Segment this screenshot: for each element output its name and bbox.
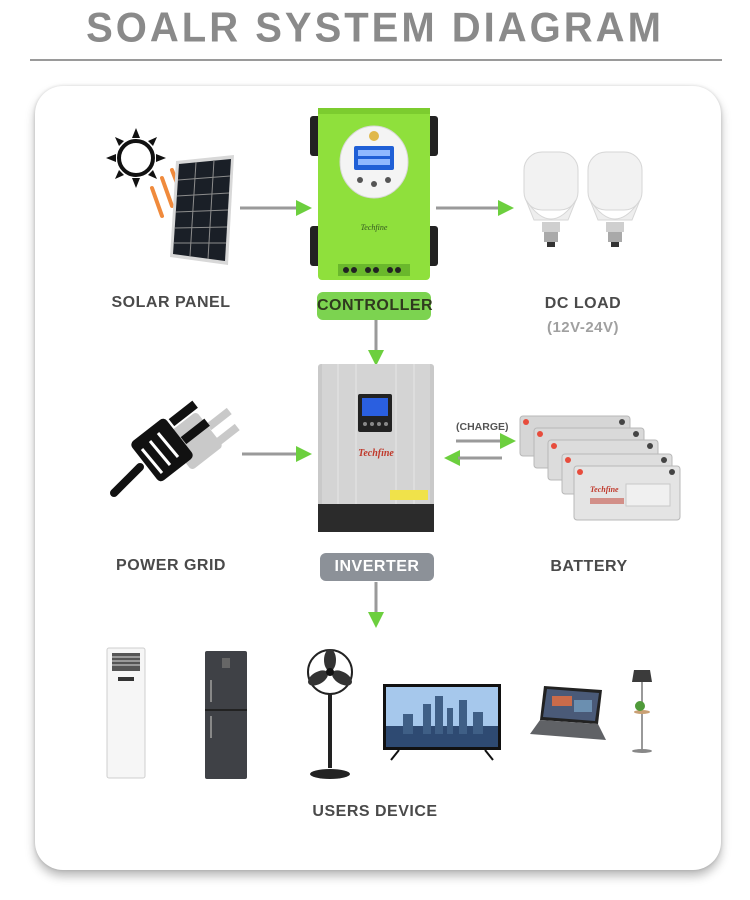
power-plug-icon <box>110 400 240 497</box>
dc-load-label: DC LOAD <box>544 295 622 312</box>
users-device-label: USERS DEVICE <box>312 803 438 820</box>
refrigerator-icon <box>205 651 247 779</box>
light-bulb-icon <box>523 151 579 247</box>
light-bulb-icon <box>587 151 643 247</box>
controller-label: CONTROLLER <box>317 292 433 320</box>
diagram-title: SOALR SYSTEM DIAGRAM <box>86 4 664 52</box>
sun-icon <box>106 128 166 188</box>
laptop-icon <box>530 686 606 740</box>
arrow-controller-to-dc-load <box>436 200 514 216</box>
arrow-battery-to-inverter <box>444 450 502 466</box>
arrow-grid-to-inverter <box>242 446 312 462</box>
solar-panel-icon <box>170 155 234 265</box>
arrow-controller-to-inverter <box>368 320 384 366</box>
title-divider <box>30 59 722 61</box>
svg-text:Techfine: Techfine <box>590 485 619 494</box>
arrow-inverter-to-devices <box>368 582 384 628</box>
floor-lamp-icon <box>632 670 652 753</box>
charge-label: (CHARGE) <box>456 421 509 433</box>
dc-load-voltage: (12V-24V) <box>546 319 620 336</box>
battery-label: BATTERY <box>550 558 628 575</box>
charge-controller-icon: Techfine <box>310 108 438 280</box>
inverter-icon: Techfine <box>318 364 434 532</box>
svg-text:Techfine: Techfine <box>361 223 388 232</box>
arrow-inverter-to-battery <box>456 433 516 449</box>
inverter-label: INVERTER <box>320 553 434 581</box>
power-grid-label: POWER GRID <box>116 557 226 574</box>
arrow-solar-to-controller <box>240 200 312 216</box>
air-conditioner-icon <box>106 647 146 779</box>
solar-panel-label: SOLAR PANEL <box>111 294 231 311</box>
svg-text:Techfine: Techfine <box>358 448 394 459</box>
television-icon <box>383 684 501 761</box>
battery-bank-icon: Techfine <box>519 415 681 521</box>
electric-fan-icon <box>307 649 353 779</box>
